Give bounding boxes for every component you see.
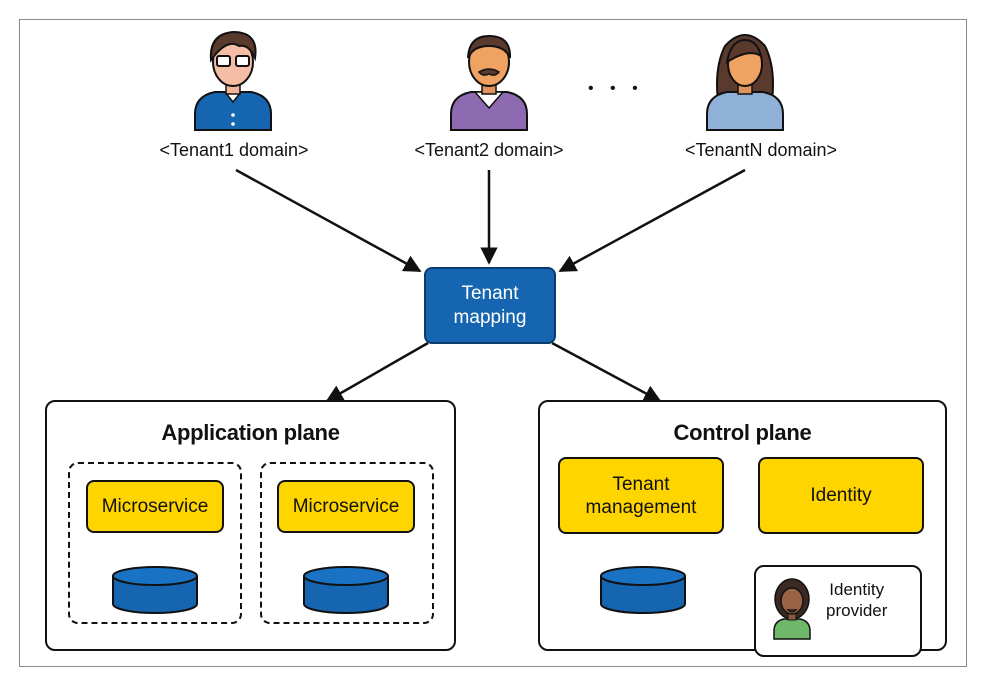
more-tenants-ellipsis: • • •: [588, 80, 644, 97]
service-container-2: [260, 462, 434, 624]
database-icon: [112, 566, 198, 614]
tenant-mapping-box: Tenant mapping: [424, 267, 556, 344]
tenant-management-label-line1: Tenant: [612, 473, 670, 495]
arrow-mapping-to-control-plane: [551, 341, 662, 403]
identity-provider-user-icon: [773, 578, 811, 640]
microservice-box-1: Microservice: [86, 480, 224, 533]
identity-provider-box: Identity provider: [754, 565, 922, 657]
tenant1-domain-label: <Tenant1 domain>: [159, 140, 309, 160]
identity-box: Identity: [758, 457, 924, 534]
microservice-box-2: Microservice: [277, 480, 415, 533]
diagram-frame: [19, 19, 967, 667]
tenantn-domain-label: <TenantN domain>: [684, 140, 838, 160]
database-icon: [303, 566, 389, 614]
identity-provider-label-line2: provider: [826, 601, 888, 620]
arrow-tenantn-to-mapping: [558, 168, 746, 273]
microservice-label-2: Microservice: [292, 496, 400, 517]
control-plane-title: Control plane: [673, 420, 812, 445]
service-container-1: [68, 462, 242, 624]
tenant-mapping-label-line2: mapping: [453, 306, 527, 328]
tenant-management-box: Tenant management: [558, 457, 724, 534]
tenant2-domain-label: <Tenant2 domain>: [414, 140, 564, 160]
arrow-mapping-to-application-plane: [325, 341, 429, 403]
tenant-mapping-label-line1: Tenant: [461, 282, 519, 304]
tenant-management-label-line2: management: [585, 496, 697, 518]
arrow-tenant1-to-mapping: [235, 168, 422, 273]
identity-provider-label-line1: Identity: [829, 580, 885, 599]
identity-provider-label: Identity provider: [826, 579, 887, 621]
microservice-label-1: Microservice: [101, 496, 209, 517]
application-plane-title: Application plane: [161, 420, 340, 445]
identity-label: Identity: [810, 485, 872, 506]
database-icon: [600, 566, 686, 614]
